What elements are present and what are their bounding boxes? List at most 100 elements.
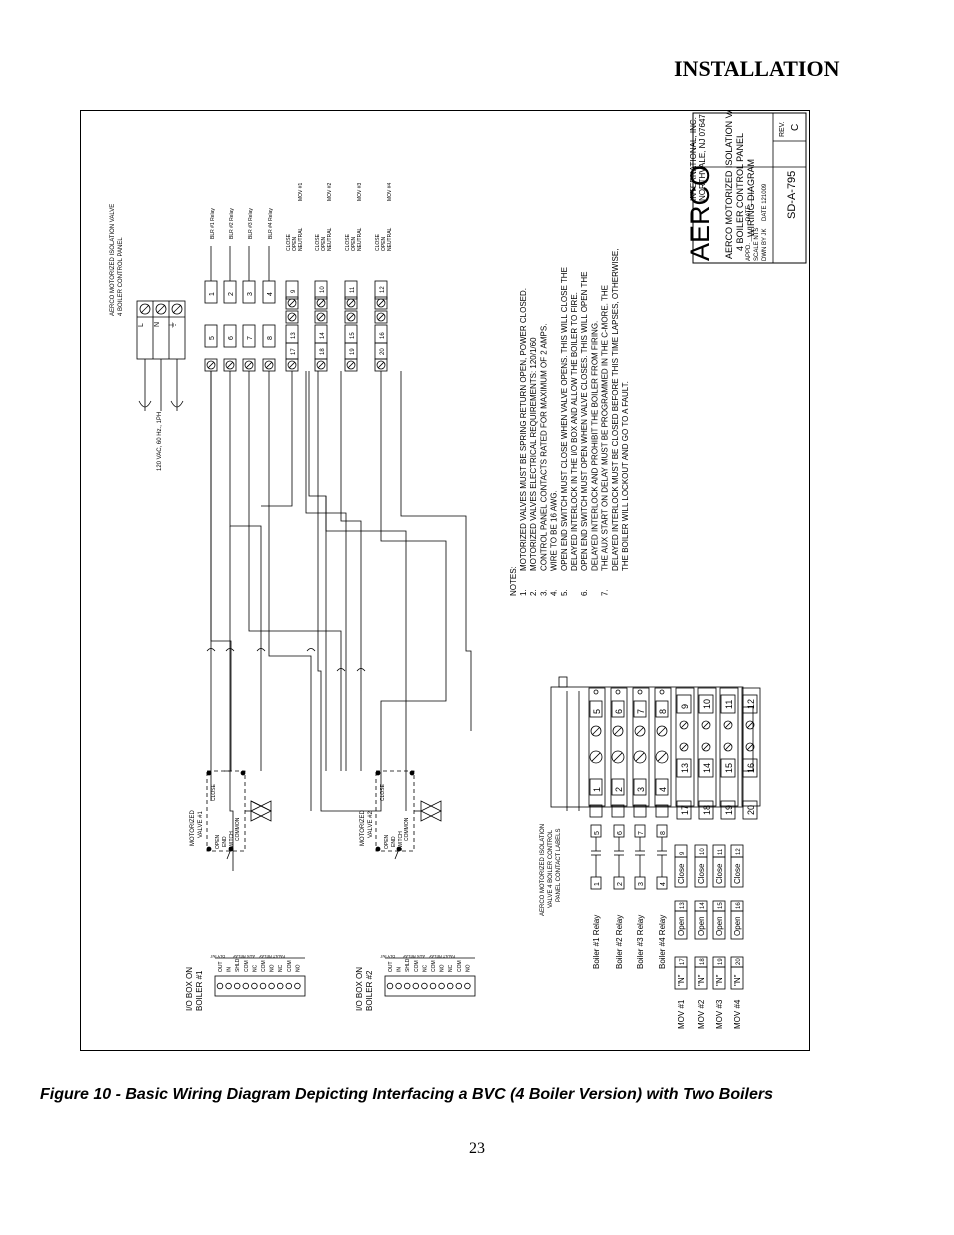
mov-term-top: 10 (320, 286, 326, 293)
legend-close: Close (715, 863, 724, 884)
legend-neutral: "N" (733, 974, 742, 986)
note-number: 1. (519, 589, 528, 596)
relay-label: BLR #3 Relay (248, 208, 254, 239)
note-text: OPEN END SWITCH MUST OPEN WHEN VALVE CLO… (580, 272, 589, 571)
io-terminal-label: NO (295, 964, 301, 972)
legend-neutral: "N" (697, 974, 706, 986)
valve-1-close: CLOSE (211, 783, 217, 801)
legend-relay-b: 6 (617, 831, 624, 835)
strip-low-number: 19 (724, 805, 734, 815)
note-text: MOTORIZED VALVES ELECTRICAL REQUIREMENTS… (529, 337, 538, 571)
legend-relay-label: Boiler #3 Relay (636, 915, 645, 969)
legend-close: Close (677, 863, 686, 884)
mov-function: NEUTRAL (357, 227, 363, 251)
note-text: OPEN END SWITCH MUST CLOSE WHEN VALVE OP… (560, 267, 569, 571)
io-group-label: DLY INT (209, 954, 225, 959)
strip-right-number: 8 (658, 709, 668, 714)
screw-icon (316, 298, 326, 308)
mov-function: CLOSE (345, 233, 351, 251)
relay-term-top: 4 (267, 292, 274, 296)
rev-value: C (790, 124, 801, 131)
legend-open: Open (677, 916, 686, 936)
io-terminal-screw-icon (251, 982, 258, 990)
screw-icon (376, 360, 386, 370)
note-number: 6. (580, 589, 589, 596)
legend-relay-a: 2 (617, 882, 624, 886)
io-terminal-label: NC (278, 964, 284, 972)
screw-icon (679, 742, 689, 752)
figure-caption: Figure 10 - Basic Wiring Diagram Depicti… (40, 1086, 774, 1103)
relay-term-bottom: 6 (228, 336, 235, 340)
io-terminal-screw-icon (386, 982, 394, 990)
svg-text:OPEN: OPEN (384, 834, 390, 849)
note-text: DELAYED INTERLOCK AND PROHIBIT THE BOILE… (590, 321, 599, 571)
scale: SCALE NTS (754, 228, 760, 261)
screw-icon (655, 750, 669, 764)
strip-mid-number: 13 (680, 763, 690, 773)
legend-title: AERCO MOTORIZED ISOLATION VALVE 4 BOILER… (540, 824, 562, 916)
company-logo: AERCO (685, 165, 715, 261)
screw-icon (206, 360, 216, 370)
io-terminal-label: OUT (218, 961, 224, 972)
screw-icon (346, 360, 356, 370)
power-spec: 120 VAC, 60 Hz., 1PH (157, 412, 163, 471)
mov-term-bottom: 20 (380, 348, 386, 355)
svg-text:VALVE 4 BOILER CONTROL: VALVE 4 BOILER CONTROL (548, 829, 554, 908)
io-box-title-1: I/O BOX ON (355, 967, 364, 1011)
io-terminal-label: NC (422, 964, 428, 972)
relay-term-bottom: 5 (209, 336, 216, 340)
legend-neutral: "N" (715, 974, 724, 986)
screw-icon (590, 725, 602, 737)
mov-function: OPEN (292, 236, 298, 251)
field-wiring (206, 371, 472, 871)
relay-label: BLR #2 Relay (229, 208, 235, 239)
mov-function: OPEN (381, 236, 387, 251)
io-terminal-screw-icon (242, 982, 249, 990)
svg-text:4 BOILER CONTROL PANEL: 4 BOILER CONTROL PANEL (118, 237, 124, 316)
strip-right-number: 5 (592, 709, 602, 714)
note-text: MOTORIZED VALVES MUST BE SPRING RETURN O… (519, 288, 528, 571)
mov-term-mid: 15 (350, 332, 356, 339)
io-terminal-label: COM (431, 960, 437, 972)
strip-mid-number: 14 (702, 763, 712, 773)
wiring-diagram-sheet: AERCO INTERNATIONAL, INC. NORTHVALE, NJ … (80, 110, 810, 1051)
io-terminal-screw-icon (447, 982, 454, 990)
valve-2-close: CLOSE (380, 783, 386, 801)
screw-icon (287, 298, 297, 308)
io-box-title-2: BOILER #2 (365, 970, 374, 1011)
legend-mov-label: MOV #1 (677, 999, 686, 1029)
notes-block: NOTES:1. MOTORIZED VALVES MUST BE SPRING … (509, 249, 630, 596)
screw-icon (659, 689, 665, 695)
note-number: 7. (601, 589, 610, 596)
strip-low-number: 18 (702, 805, 712, 815)
screw-icon (615, 689, 621, 695)
note-number: 3. (539, 589, 548, 596)
notes-title: NOTES: (509, 566, 518, 596)
io-terminal-label: COM (457, 960, 463, 972)
drawn-by: DWN BY JK (762, 228, 768, 261)
relay-label: BLR #1 Relay (210, 208, 216, 239)
mov-term-top: 12 (380, 286, 386, 293)
io-terminal-label: NC (252, 964, 258, 972)
mov-term-mid: 16 (380, 332, 386, 339)
strip-left-number: 2 (614, 787, 624, 792)
io-terminal-label: COM (287, 960, 293, 972)
legend-open-term: 15 (718, 902, 724, 909)
screw-icon (316, 312, 326, 322)
io-terminal-label: SHLD (235, 958, 241, 972)
valve-1: MOTORIZED VALVE #1 CLOSE COMMON OPEN END… (190, 770, 272, 860)
io-terminal-screw-icon (412, 982, 419, 990)
screw-icon (745, 742, 755, 752)
term-l: L (138, 323, 145, 327)
io-terminal-screw-icon (438, 982, 445, 990)
io-terminal-screw-icon (404, 982, 411, 990)
legend-relay-a: 3 (638, 882, 645, 886)
screw-icon (745, 720, 755, 730)
io-terminal-screw-icon (259, 982, 267, 990)
screw-icon (723, 742, 733, 752)
legend-close: Close (733, 863, 742, 884)
valve-2-title-1: MOTORIZED (360, 809, 366, 846)
strip-right-number: 7 (636, 709, 646, 714)
